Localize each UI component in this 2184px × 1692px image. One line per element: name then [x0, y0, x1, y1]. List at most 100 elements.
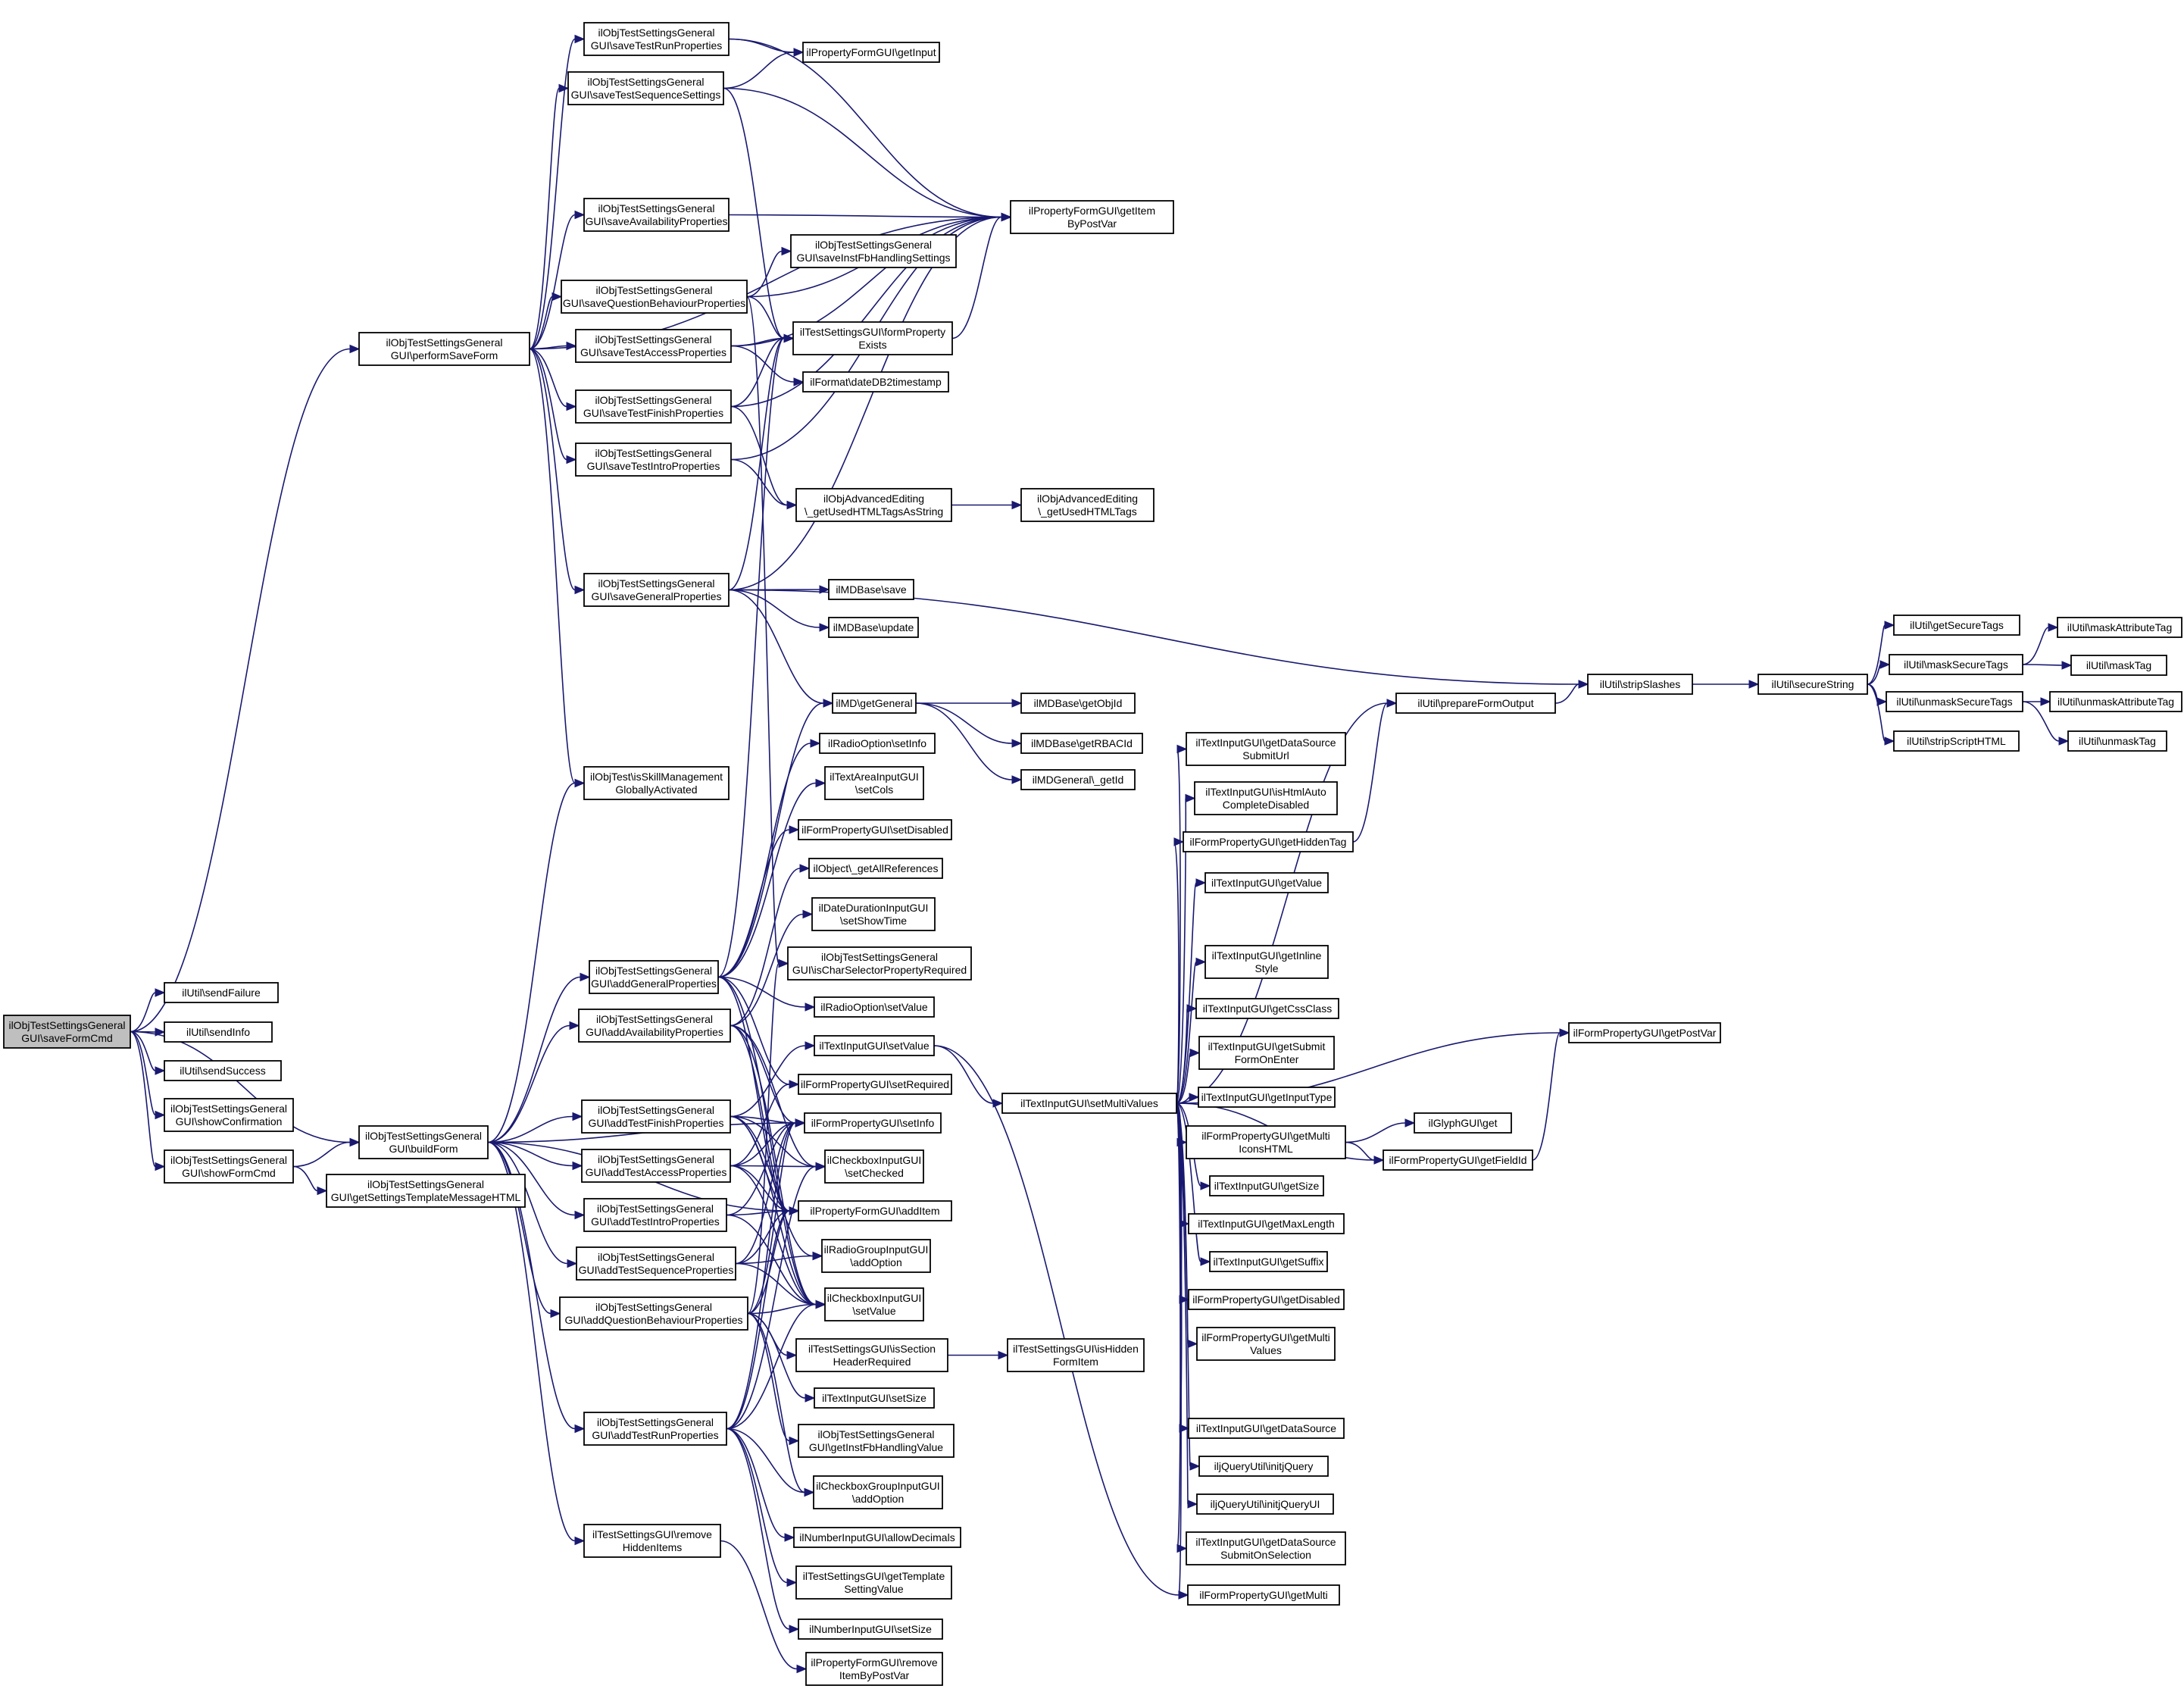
node-get-multi[interactable]: ilFormPropertyGUI\getMulti [1187, 1584, 1340, 1606]
node-fp-set-disabled[interactable]: ilFormPropertyGUI\setDisabled [798, 819, 952, 840]
node-send-success[interactable]: ilUtil\sendSuccess [164, 1060, 282, 1081]
node-radio-set-info[interactable]: ilRadioOption\setInfo [819, 733, 936, 754]
node-label: ilObjTestSettingsGeneral [595, 447, 711, 459]
node-text-area-set-cols[interactable]: ilTextAreaInputGUI\setCols [824, 766, 924, 800]
node-unmask-tag[interactable]: ilUtil\unmaskTag [2067, 730, 2167, 752]
node-save-test-access-properties[interactable]: ilObjTestSettingsGeneralGUI\saveTestAcce… [575, 329, 732, 363]
node-glyph-get[interactable]: ilGlyphGUI\get [1414, 1112, 1512, 1134]
node-unmask-attribute-tag[interactable]: ilUtil\unmaskAttributeTag [2049, 691, 2182, 712]
node-save-inst-fb-handling-settings[interactable]: ilObjTestSettingsGeneralGUI\saveInstFbHa… [790, 234, 957, 268]
node-md-save[interactable]: ilMDBase\save [828, 579, 914, 600]
node-mask-secure-tags[interactable]: ilUtil\maskSecureTags [1889, 654, 2023, 675]
node-add-test-sequence-properties[interactable]: ilObjTestSettingsGeneralGUI\addTestSeque… [576, 1246, 736, 1281]
node-get-field-id[interactable]: ilFormPropertyGUI\getFieldId [1383, 1149, 1533, 1171]
node-radio-set-value[interactable]: ilRadioOption\setValue [814, 996, 935, 1018]
node-text-input-set-value[interactable]: ilTextInputGUI\setValue [814, 1035, 935, 1056]
node-md-update[interactable]: ilMDBase\update [828, 617, 919, 638]
node-date-db2timestamp[interactable]: ilFormat\dateDB2timestamp [802, 371, 949, 393]
node-ti-get-size[interactable]: ilTextInputGUI\getSize [1209, 1175, 1324, 1196]
node-get-post-var[interactable]: ilFormPropertyGUI\getPostVar [1568, 1022, 1721, 1043]
node-save-question-behaviour-properties[interactable]: ilObjTestSettingsGeneralGUI\saveQuestion… [561, 280, 748, 314]
node-get-data-source[interactable]: ilTextInputGUI\getDataSource [1188, 1418, 1345, 1439]
node-get-settings-template-message-html[interactable]: ilObjTestSettingsGeneralGUI\getSettingsT… [326, 1174, 526, 1208]
node-get-used-htmltags[interactable]: ilObjAdvancedEditing\_getUsedHTMLTags [1020, 488, 1154, 522]
node-get-all-references[interactable]: ilObject\_getAllReferences [808, 858, 943, 879]
node-add-question-behaviour-properties[interactable]: ilObjTestSettingsGeneralGUI\addQuestionB… [559, 1296, 748, 1331]
node-save-general-properties[interactable]: ilObjTestSettingsGeneralGUI\saveGeneralP… [583, 573, 730, 607]
node-radio-group-add-option[interactable]: ilRadioGroupInputGUI\addOption [821, 1239, 931, 1273]
node-send-info[interactable]: ilUtil\sendInfo [164, 1021, 273, 1043]
node-is-section-header-required[interactable]: ilTestSettingsGUI\isSectionHeaderRequire… [795, 1338, 948, 1372]
node-number-set-size[interactable]: ilNumberInputGUI\setSize [798, 1619, 943, 1640]
node-fp-get-disabled[interactable]: ilFormPropertyGUI\getDisabled [1188, 1289, 1345, 1310]
node-checkbox-set-value[interactable]: ilCheckboxInputGUI\setValue [824, 1287, 924, 1321]
node-date-duration-set-show-time[interactable]: ilDateDurationInputGUI\setShowTime [811, 897, 936, 931]
node-md-general-get-id[interactable]: ilMDGeneral\_getId [1020, 769, 1136, 790]
node-save-availability-properties[interactable]: ilObjTestSettingsGeneralGUI\saveAvailabi… [583, 198, 730, 232]
node-save-test-intro-properties[interactable]: ilObjTestSettingsGeneralGUI\saveTestIntr… [575, 443, 732, 477]
node-is-char-selector-property-required[interactable]: ilObjTestSettingsGeneralGUI\isCharSelect… [787, 946, 972, 980]
node-get-hidden-tag[interactable]: ilFormPropertyGUI\getHiddenTag [1183, 831, 1354, 852]
node-get-secure-tags[interactable]: ilUtil\getSecureTags [1893, 615, 2020, 636]
node-prepare-form-output[interactable]: ilUtil\prepareFormOutput [1395, 693, 1556, 714]
node-add-test-access-properties[interactable]: ilObjTestSettingsGeneralGUI\addTestAcces… [581, 1149, 731, 1183]
node-get-obj-id[interactable]: ilMDBase\getObjId [1020, 693, 1136, 714]
node-save-test-run-properties[interactable]: ilObjTestSettingsGeneralGUI\saveTestRunP… [583, 22, 730, 56]
node-get-css-class[interactable]: ilTextInputGUI\getCssClass [1195, 998, 1339, 1019]
node-ti-get-value[interactable]: ilTextInputGUI\getValue [1204, 872, 1329, 893]
node-get-max-length[interactable]: ilTextInputGUI\getMaxLength [1188, 1213, 1345, 1234]
node-get-data-source-submit-on-selection[interactable]: ilTextInputGUI\getDataSourceSubmitOnSele… [1186, 1531, 1346, 1565]
node-save-test-finish-properties[interactable]: ilObjTestSettingsGeneralGUI\saveTestFini… [575, 389, 732, 424]
node-strip-script-html[interactable]: ilUtil\stripScriptHTML [1893, 730, 2020, 752]
node-set-multi-values[interactable]: ilTextInputGUI\setMultiValues [1001, 1093, 1177, 1114]
node-fp-set-required[interactable]: ilFormPropertyGUI\setRequired [798, 1074, 952, 1095]
node-initj-query-ui[interactable]: iljQueryUtil\initjQueryUI [1196, 1493, 1334, 1515]
node-is-html-auto-complete-disabled[interactable]: ilTextInputGUI\isHtmlAutoCompleteDisable… [1194, 781, 1338, 815]
node-pf-add-item[interactable]: ilPropertyFormGUI\addItem [798, 1200, 952, 1221]
node-secure-string[interactable]: ilUtil\secureString [1758, 674, 1868, 695]
edge-line [723, 87, 1002, 218]
node-add-test-intro-properties[interactable]: ilObjTestSettingsGeneralGUI\addTestIntro… [583, 1198, 727, 1232]
node-show-confirmation[interactable]: ilObjTestSettingsGeneralGUI\showConfirma… [164, 1098, 294, 1132]
node-get-rbacid[interactable]: ilMDBase\getRBACId [1020, 733, 1143, 754]
node-get-input-type[interactable]: ilTextInputGUI\getInputType [1198, 1087, 1336, 1108]
node-checkbox-group-add-option[interactable]: ilCheckboxGroupInputGUI\addOption [813, 1475, 943, 1509]
node-add-test-run-properties[interactable]: ilObjTestSettingsGeneralGUI\addTestRunPr… [583, 1412, 727, 1446]
node-get-template-setting-value[interactable]: ilTestSettingsGUI\getTemplateSettingValu… [795, 1565, 952, 1600]
node-text-input-set-size[interactable]: ilTextInputGUI\setSize [814, 1387, 935, 1409]
node-unmask-secure-tags[interactable]: ilUtil\unmaskSecureTags [1886, 691, 2023, 712]
node-perform-save-form[interactable]: ilObjTestSettingsGeneralGUI\performSaveF… [358, 332, 530, 366]
node-add-general-properties[interactable]: ilObjTestSettingsGeneralGUI\addGeneralPr… [589, 960, 719, 994]
node-initj-query[interactable]: iljQueryUtil\initjQuery [1198, 1456, 1329, 1477]
node-strip-slashes[interactable]: ilUtil\stripSlashes [1587, 674, 1693, 695]
node-get-suffix[interactable]: ilTextInputGUI\getSuffix [1209, 1251, 1328, 1272]
node-md-get-general[interactable]: ilMD\getGeneral [832, 693, 917, 714]
node-allow-decimals[interactable]: ilNumberInputGUI\allowDecimals [793, 1527, 961, 1548]
node-is-skill-management-globally-activated[interactable]: ilObjTest\isSkillManagementGloballyActiv… [583, 766, 730, 800]
node-box [1889, 654, 2023, 675]
node-add-availability-properties[interactable]: ilObjTestSettingsGeneralGUI\addAvailabil… [578, 1009, 731, 1043]
node-send-failure[interactable]: ilUtil\sendFailure [164, 982, 279, 1003]
node-mask-tag[interactable]: ilUtil\maskTag [2070, 655, 2167, 676]
node-get-used-htmltags-as-string[interactable]: ilObjAdvancedEditing\_getUsedHTMLTagsAsS… [795, 488, 952, 522]
node-fp-set-info[interactable]: ilFormPropertyGUI\setInfo [804, 1112, 942, 1134]
node-mask-attribute-tag[interactable]: ilUtil\maskAttributeTag [2057, 617, 2182, 638]
node-checkbox-set-checked[interactable]: ilCheckboxInputGUI\setChecked [824, 1149, 924, 1184]
node-save-test-sequence-settings[interactable]: ilObjTestSettingsGeneralGUI\saveTestSequ… [567, 71, 724, 105]
node-get-inst-fb-handling-value[interactable]: ilObjTestSettingsGeneralGUI\getInstFbHan… [798, 1424, 955, 1458]
node-get-input[interactable]: ilPropertyFormGUI\getInput [802, 42, 940, 63]
node-add-test-finish-properties[interactable]: ilObjTestSettingsGeneralGUI\addTestFinis… [581, 1099, 731, 1134]
